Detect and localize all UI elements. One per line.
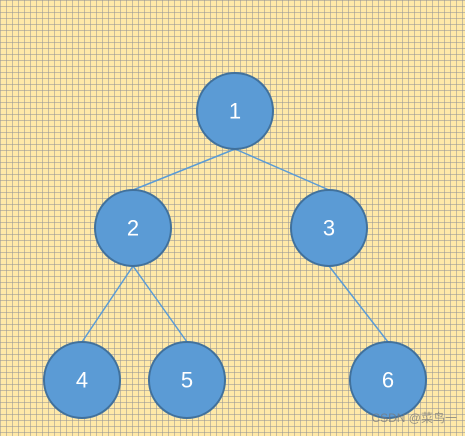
edge-n1-n2: [132, 148, 236, 191]
edge-n2-n4: [81, 265, 134, 343]
nodes-layer: 1 2 3 4 5 6: [43, 72, 427, 419]
tree-node-2: 2: [94, 189, 172, 267]
tree-node-3: 3: [290, 189, 368, 267]
tree-node-4: 4: [43, 341, 121, 419]
node-label: 2: [127, 216, 139, 241]
tree-node-5: 5: [148, 341, 226, 419]
csdn-watermark: CSDN @菜鸟一: [371, 411, 457, 425]
node-circle: [43, 341, 121, 419]
node-circle: [94, 189, 172, 267]
tree-node-1: 1: [196, 72, 274, 150]
edge-n1-n3: [234, 148, 330, 191]
edges-layer: [81, 148, 389, 343]
node-label: 4: [76, 368, 88, 393]
node-circle: [349, 341, 427, 419]
edge-n3-n6: [328, 265, 389, 343]
node-circle: [196, 72, 274, 150]
node-circle: [290, 189, 368, 267]
node-label: 1: [229, 99, 241, 124]
tree-node-6: 6: [349, 341, 427, 419]
edge-n2-n5: [132, 265, 188, 343]
node-label: 6: [382, 368, 394, 393]
node-circle: [148, 341, 226, 419]
node-label: 3: [323, 216, 335, 241]
node-label: 5: [181, 368, 193, 393]
